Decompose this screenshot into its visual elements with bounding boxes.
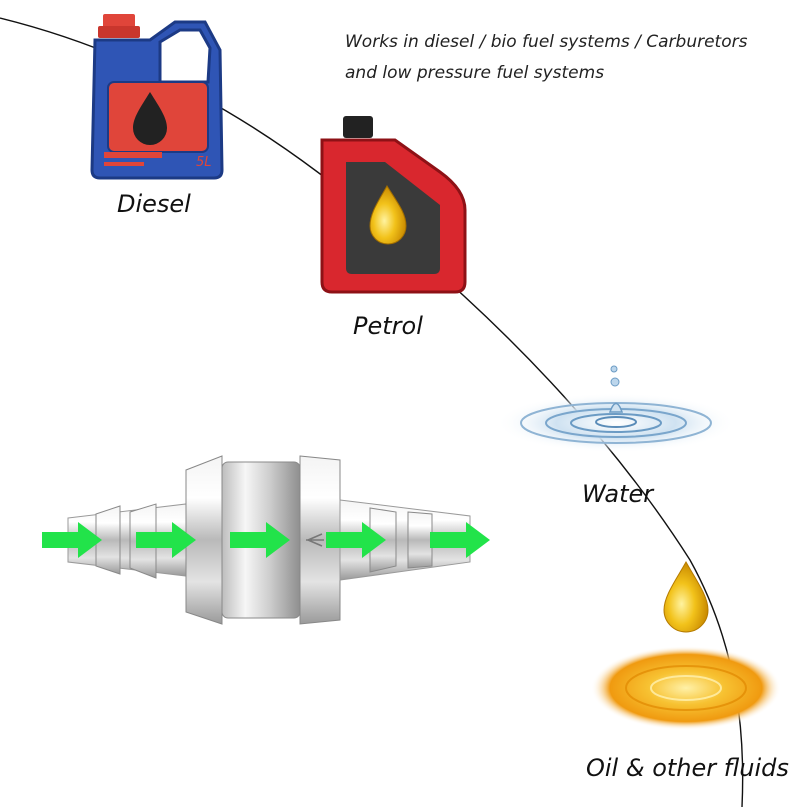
diesel-volume-label: 5L xyxy=(196,155,212,170)
description-line-1: Works in diesel / bio fuel systems / Car… xyxy=(345,32,748,52)
oil-splash-icon xyxy=(591,560,781,730)
flow-arrow-icon xyxy=(326,522,386,558)
diesel-label: Diesel xyxy=(117,190,191,218)
water-label: Water xyxy=(582,480,654,508)
flow-arrow-icon xyxy=(42,522,102,558)
petrol-label: Petrol xyxy=(353,312,423,340)
oil-label: Oil & other fluids xyxy=(586,754,789,782)
petrol-can-icon xyxy=(320,116,467,294)
flow-arrow-icon xyxy=(136,522,196,558)
flow-arrow-icon xyxy=(430,522,490,558)
diesel-can-icon xyxy=(90,14,224,180)
description-line-2: and low pressure fuel systems xyxy=(345,63,605,83)
flow-arrow-icon xyxy=(230,522,290,558)
water-splash-icon xyxy=(496,365,736,453)
description-text: Works in diesel / bio fuel systems / Car… xyxy=(345,27,747,89)
flow-arrows xyxy=(42,522,490,558)
